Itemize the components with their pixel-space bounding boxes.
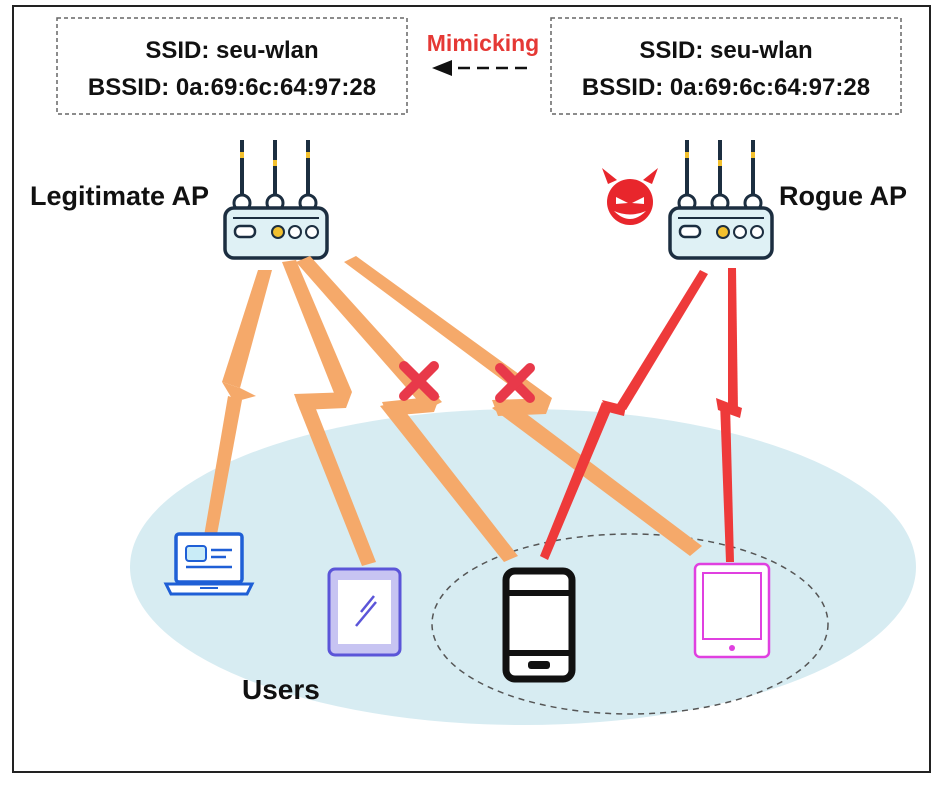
mimicking-label: Mimicking <box>427 30 539 56</box>
rogue-link-tablet <box>716 268 742 562</box>
victim-group-boundary <box>431 533 829 715</box>
legit-bssid-text: BSSID: 0a:69:6c:64:97:28 <box>88 74 376 101</box>
rogue-router-icon <box>668 140 774 260</box>
users-label: Users <box>242 674 320 705</box>
legitimate-ap-label: Legitimate AP <box>30 181 209 211</box>
rogue-ssid-box <box>550 17 902 115</box>
rogue-ssid-text: SSID: seu-wlan <box>639 37 812 64</box>
legit-link-laptop <box>204 270 272 540</box>
smartphone-icon <box>502 567 576 683</box>
blocked-x-icon <box>399 361 439 401</box>
blocked-x-icon <box>495 363 535 403</box>
laptop-icon <box>163 532 255 596</box>
tablet-icon <box>693 562 771 659</box>
rogue-bssid-text: BSSID: 0a:69:6c:64:97:28 <box>582 74 870 101</box>
rogue-ap-label: Rogue AP <box>779 181 907 211</box>
rogue-link-phone <box>540 270 708 560</box>
legit-ssid-box <box>56 17 408 115</box>
mimicking-arrow <box>432 60 527 76</box>
legit-ssid-text: SSID: seu-wlan <box>145 37 318 64</box>
legitimate-router-icon <box>223 140 329 260</box>
tablet-icon <box>327 567 402 657</box>
legit-link-tablet <box>282 260 376 566</box>
devil-face-icon <box>602 168 658 225</box>
